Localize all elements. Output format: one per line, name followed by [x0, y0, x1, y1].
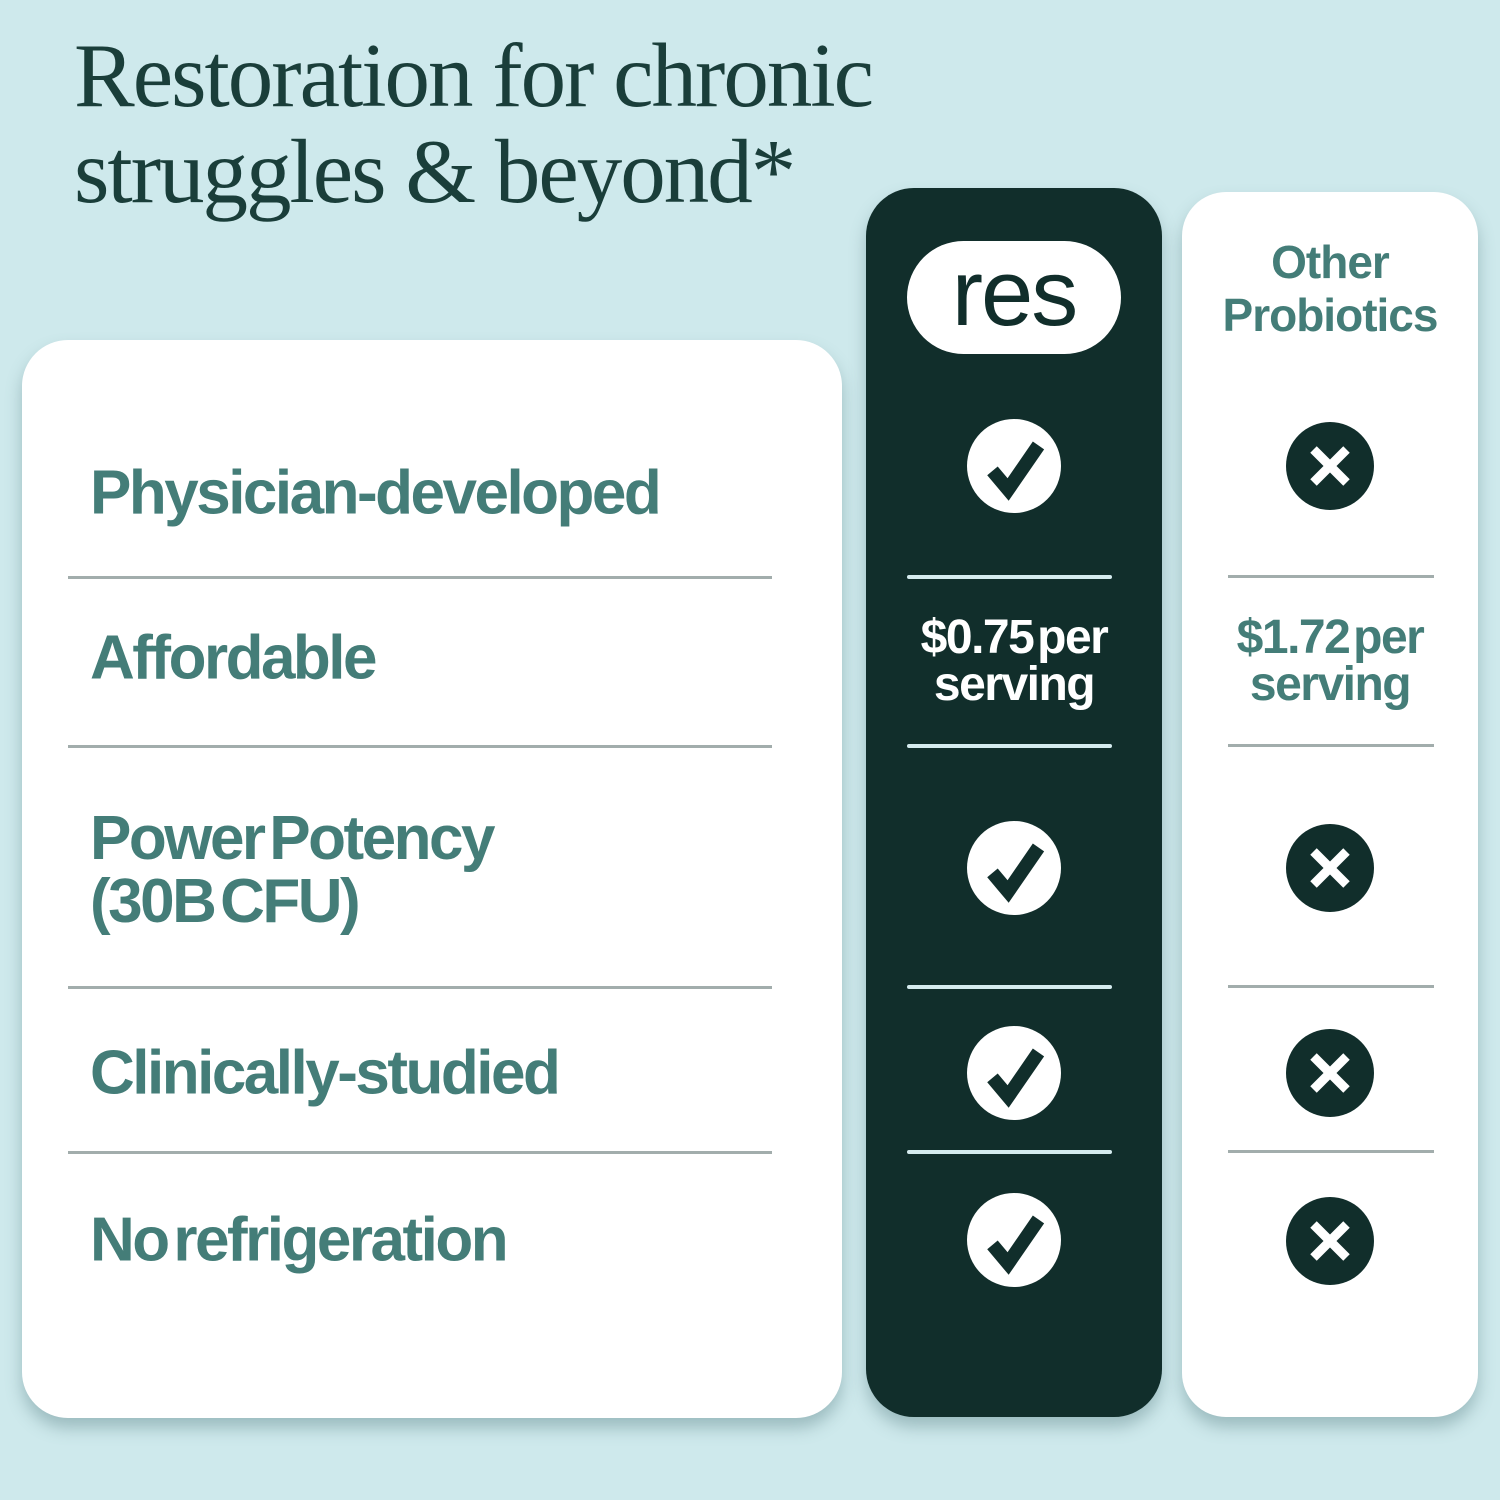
- feature-label-power-potency: Power Potency (30B CFU): [90, 803, 495, 936]
- x-icon: [1286, 1029, 1374, 1117]
- row-divider: [907, 575, 1112, 579]
- other-probiotics-header: Other Probiotics: [1222, 236, 1439, 341]
- row-divider: [68, 745, 772, 748]
- check-icon: [967, 419, 1061, 513]
- row-divider: [1228, 744, 1434, 747]
- res-price-per-serving: $0.75 per serving: [920, 610, 1109, 711]
- check-icon: [967, 1026, 1061, 1120]
- features-card: Physician-developed Affordable Power Pot…: [22, 340, 842, 1418]
- other-price-per-serving: $1.72 per serving: [1236, 610, 1425, 711]
- row-divider: [907, 1150, 1112, 1154]
- row-divider: [1228, 575, 1434, 578]
- x-icon: [1286, 422, 1374, 510]
- feature-label-clinically-studied: Clinically-studied: [90, 1038, 561, 1108]
- row-divider: [1228, 1150, 1434, 1153]
- feature-label-no-refrigeration: No refrigeration: [90, 1205, 509, 1275]
- check-icon: [967, 821, 1061, 915]
- headline: Restoration for chronic struggles & beyo…: [74, 25, 874, 223]
- row-divider: [68, 986, 772, 989]
- x-icon: [1286, 824, 1374, 912]
- res-logo-pill: res: [907, 239, 1121, 354]
- res-logo-text: res: [951, 239, 1079, 345]
- feature-label-physician-developed: Physician-developed: [90, 458, 662, 528]
- check-icon: [967, 1193, 1061, 1287]
- row-divider: [1228, 985, 1434, 988]
- row-divider: [68, 1151, 772, 1154]
- res-column: res $0.75 per serving: [866, 188, 1162, 1417]
- row-divider: [907, 985, 1112, 989]
- feature-label-affordable: Affordable: [90, 623, 378, 693]
- other-probiotics-column: Other Probiotics $1.72 per serving: [1182, 192, 1478, 1417]
- row-divider: [907, 744, 1112, 748]
- row-divider: [68, 576, 772, 579]
- x-icon: [1286, 1197, 1374, 1285]
